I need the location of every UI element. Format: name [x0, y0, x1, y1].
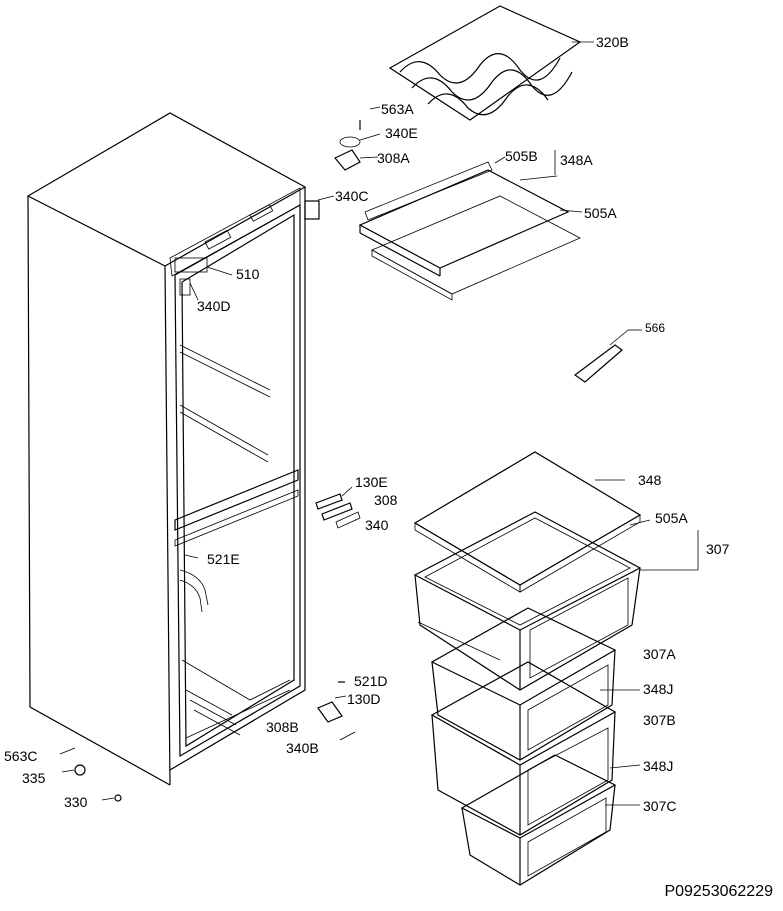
- drawer-bottom: [460, 754, 640, 886]
- hinge-parts-top: [304, 106, 381, 220]
- label-335: 335: [22, 770, 46, 786]
- label-566: 566: [645, 321, 666, 335]
- label-505B: 505B: [505, 148, 538, 164]
- label-521E: 521E: [207, 551, 240, 567]
- label-510: 510: [236, 266, 260, 282]
- drawer-307B: [430, 607, 640, 761]
- label-348A: 348A: [560, 152, 593, 168]
- label-307C: 307C: [643, 798, 677, 814]
- label-308A: 308A: [377, 150, 410, 166]
- label-563A: 563A: [381, 101, 414, 117]
- part-510: [174, 257, 233, 296]
- label-505A-mid: 505A: [655, 510, 688, 526]
- label-340E: 340E: [385, 125, 418, 141]
- label-348J-1: 348J: [643, 681, 674, 697]
- label-130D: 130D: [347, 691, 381, 707]
- label-521D: 521D: [354, 673, 388, 689]
- label-308: 308: [374, 492, 398, 508]
- drawer-307C: [430, 661, 641, 836]
- drawer-307A: [413, 511, 642, 691]
- label-505A-top: 505A: [584, 205, 617, 221]
- label-348: 348: [638, 472, 662, 488]
- label-307A: 307A: [643, 646, 676, 662]
- label-320B: 320B: [596, 34, 629, 50]
- label-340C: 340C: [335, 188, 369, 204]
- refrigerator-cabinet: [26, 112, 307, 786]
- door-parts-middle: [315, 486, 361, 529]
- leader-lines: [184, 195, 335, 559]
- drawing-code: P09253062229: [664, 883, 773, 900]
- label-330: 330: [64, 794, 88, 810]
- label-340: 340: [365, 517, 389, 533]
- wine-rack-320B: [388, 5, 594, 121]
- label-340D: 340D: [197, 298, 231, 314]
- part-566: [573, 329, 642, 383]
- label-563C: 563C: [4, 748, 38, 764]
- label-130E: 130E: [355, 474, 388, 490]
- glass-shelf-348A: [358, 150, 583, 301]
- label-308B: 308B: [266, 719, 299, 735]
- label-340B: 340B: [286, 740, 319, 756]
- hinge-parts-bottom: [59, 681, 356, 802]
- label-307: 307: [706, 541, 730, 557]
- crisper-cover-348: [413, 451, 699, 593]
- label-348J-2: 348J: [643, 758, 674, 774]
- label-307B: 307B: [643, 712, 676, 728]
